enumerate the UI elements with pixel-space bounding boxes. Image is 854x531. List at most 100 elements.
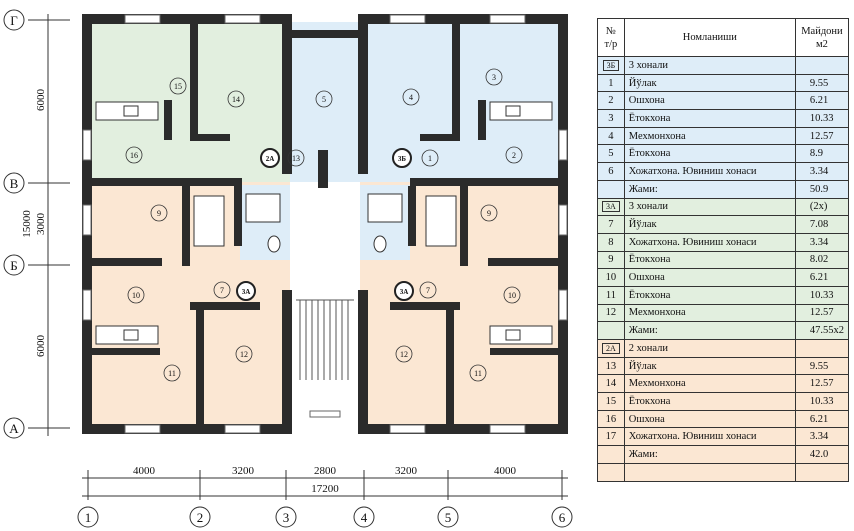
schedule-header-row: № т/р Номланиши Майдони м2 bbox=[597, 18, 850, 57]
group-title: 3 хонали bbox=[623, 197, 796, 217]
dimension-horizontal-total: 17200 bbox=[311, 483, 339, 495]
room-name: Йўлак bbox=[623, 73, 796, 93]
group-title-area bbox=[794, 56, 850, 75]
room-area: 7.08 bbox=[794, 215, 850, 234]
total-area: 42.0 bbox=[794, 445, 850, 464]
room-no: 9 bbox=[597, 250, 625, 270]
axis-column-label: 5 bbox=[445, 510, 452, 525]
group-header-row: 2А 2 хонали bbox=[597, 339, 850, 358]
room-no: 16 bbox=[597, 409, 625, 429]
empty-row bbox=[597, 462, 850, 482]
total-row: Жами:47.55х2 bbox=[597, 321, 850, 340]
staircase bbox=[296, 299, 354, 380]
total-area: 47.55х2 bbox=[794, 321, 850, 340]
group-title: 3 хонали bbox=[623, 56, 796, 75]
axis-row-label: В bbox=[10, 176, 19, 191]
bathroom-fixtures bbox=[193, 193, 457, 253]
room-name: Ётокхона bbox=[623, 285, 796, 305]
room-area: 9.55 bbox=[794, 356, 850, 376]
room-number: 10 bbox=[508, 291, 516, 300]
room-area: 10.33 bbox=[794, 109, 850, 128]
room-number: 7 bbox=[426, 286, 430, 295]
axis-column-label: 4 bbox=[361, 510, 368, 525]
room-name: Йўлак bbox=[623, 215, 796, 234]
room-name: Мехмонхона bbox=[623, 374, 796, 394]
unit-tag: 2А bbox=[602, 342, 620, 354]
group-header-row: 3А 3 хонали (2х) bbox=[597, 197, 850, 217]
room-number: 9 bbox=[487, 209, 491, 218]
room-no: 12 bbox=[597, 303, 625, 323]
axis-row-label: А bbox=[9, 421, 19, 436]
room-name: Ошхона bbox=[623, 91, 796, 111]
unit-tag: 3А bbox=[400, 288, 409, 296]
room-no: 2 bbox=[597, 91, 625, 111]
windows bbox=[82, 14, 568, 434]
room-no: 8 bbox=[597, 232, 625, 252]
room-number: 5 bbox=[322, 95, 326, 104]
dimension-vertical-total: 15000 bbox=[21, 210, 33, 238]
room-name: Ётокхона bbox=[623, 144, 796, 164]
room-no: 15 bbox=[597, 392, 625, 411]
unit-tag-circles bbox=[236, 148, 414, 301]
room-name: Хожатхона. Ювиниш хонаси bbox=[623, 162, 796, 181]
room-no: 4 bbox=[597, 126, 625, 146]
total-area: 50.9 bbox=[794, 179, 850, 199]
floor-plan: Г В Б А 1 2 3 4 5 6 6000 3000 6000 15000… bbox=[3, 9, 573, 528]
axis-column-label: 2 bbox=[197, 510, 204, 525]
room-number: 16 bbox=[130, 151, 138, 160]
group-title: 2 хонали bbox=[623, 339, 796, 358]
room-no: 5 bbox=[597, 144, 625, 164]
room-name: Хожатхона. Ювиниш хонаси bbox=[623, 427, 796, 447]
room-number: 13 bbox=[292, 154, 300, 163]
room-number: 3 bbox=[492, 73, 496, 82]
dimension-horizontal: 4000 bbox=[494, 465, 517, 477]
room-number: 11 bbox=[474, 369, 482, 378]
dimension-vertical: 3000 bbox=[35, 213, 47, 236]
dimension-horizontal: 3200 bbox=[395, 465, 418, 477]
grid-axes bbox=[3, 9, 573, 528]
room-no: 3 bbox=[597, 109, 625, 128]
header-number: № т/р bbox=[597, 18, 625, 57]
room-area: 3.34 bbox=[794, 162, 850, 181]
group-header-row: 3Б 3 хонали bbox=[597, 56, 850, 75]
room-number: 7 bbox=[220, 286, 224, 295]
room-no: 1 bbox=[597, 73, 625, 93]
kitchen-counters bbox=[95, 101, 553, 345]
axis-column-label: 1 bbox=[85, 510, 92, 525]
group-title-area bbox=[794, 339, 850, 358]
room-area: 6.21 bbox=[794, 91, 850, 111]
total-label: Жами: bbox=[623, 321, 796, 340]
total-label: Жами: bbox=[623, 179, 796, 199]
room-area: 3.34 bbox=[794, 232, 850, 252]
room-area: 12.57 bbox=[794, 126, 850, 146]
room-name: Мехмонхона bbox=[623, 126, 796, 146]
room-no: 17 bbox=[597, 427, 625, 447]
room-no: 6 bbox=[597, 162, 625, 181]
room-circles bbox=[125, 68, 523, 382]
room-name: Ётокхона bbox=[623, 250, 796, 270]
room-area: 12.57 bbox=[794, 303, 850, 323]
room-number: 12 bbox=[240, 350, 248, 359]
room-name: Ошхона bbox=[623, 409, 796, 429]
dimension-horizontal: 4000 bbox=[133, 465, 156, 477]
room-area: 8.9 bbox=[794, 144, 850, 164]
header-name: Номланиши bbox=[623, 18, 796, 57]
room-no: 13 bbox=[597, 356, 625, 376]
room-number: 9 bbox=[157, 209, 161, 218]
unit-tag: 2А bbox=[266, 155, 275, 163]
room-number: 4 bbox=[409, 93, 413, 102]
room-number: 10 bbox=[132, 291, 140, 300]
room-name: Ётокхона bbox=[623, 392, 796, 411]
header-area: Майдони м2 bbox=[794, 18, 850, 57]
room-area: 6.21 bbox=[794, 268, 850, 287]
room-no: 7 bbox=[597, 215, 625, 234]
